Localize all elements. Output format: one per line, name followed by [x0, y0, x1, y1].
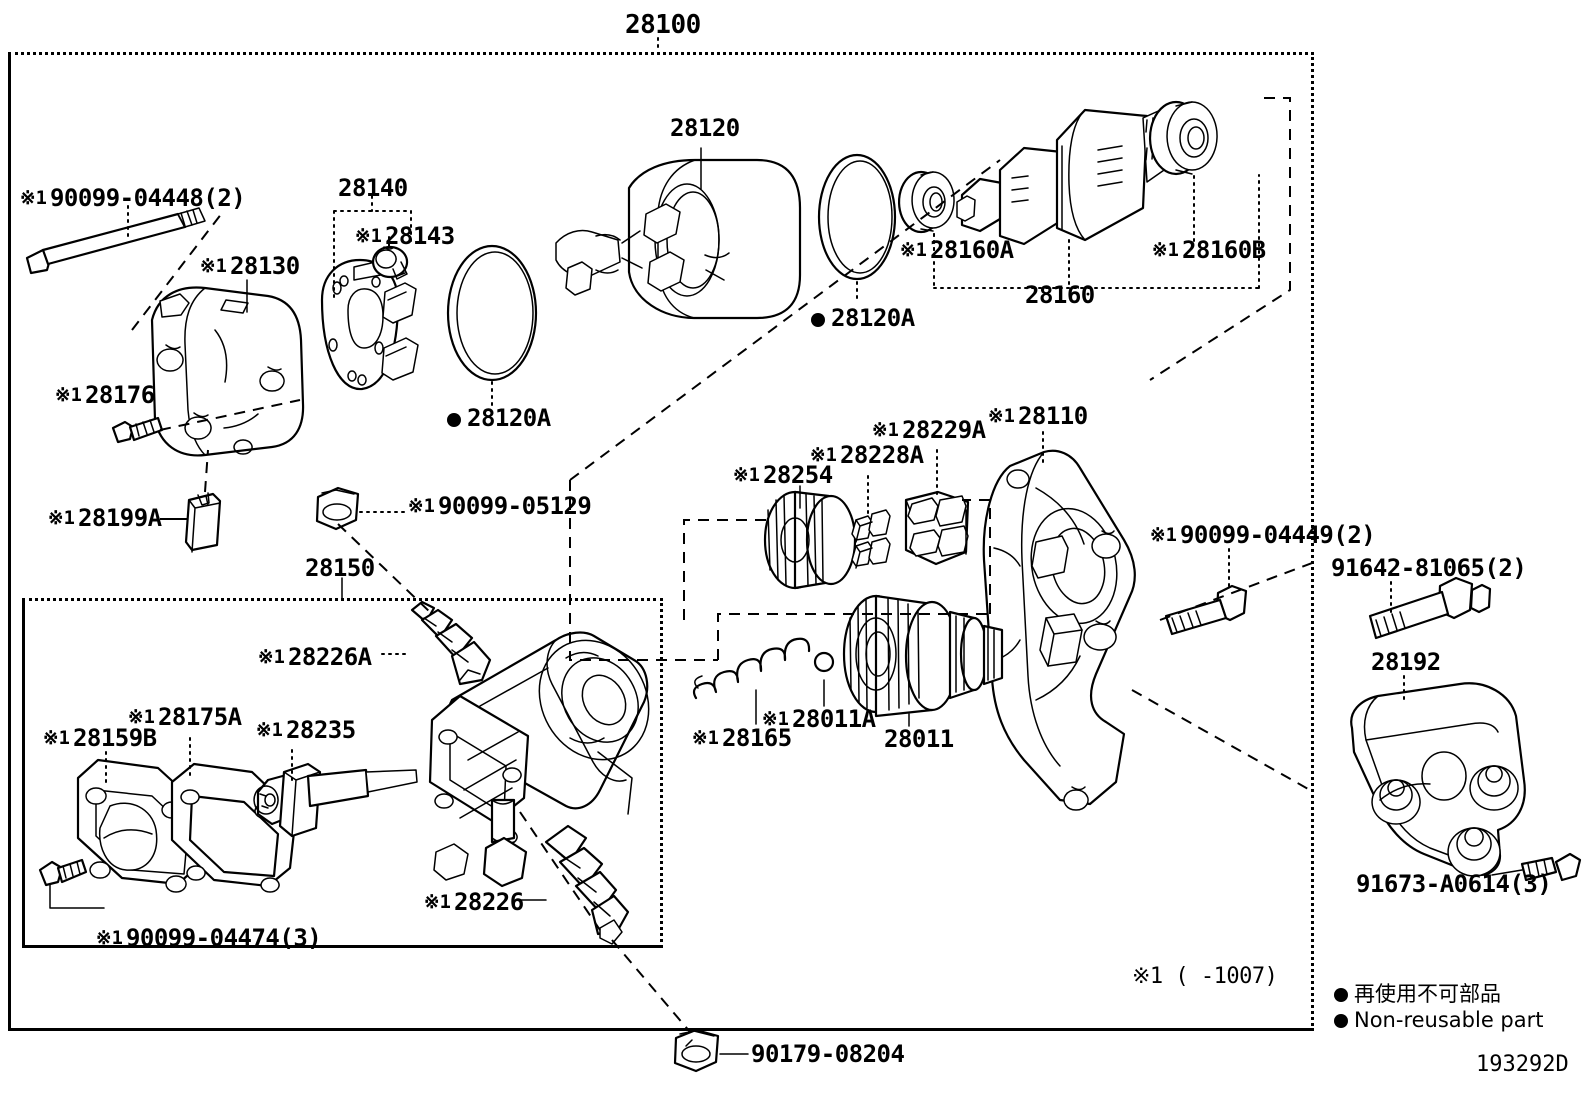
label-28120: 28120: [670, 114, 740, 142]
label-28140: 28140: [338, 174, 408, 202]
label-28160: 28160: [1025, 281, 1095, 309]
part-art-91642-81065: [1370, 578, 1490, 638]
ref-mark-1: ※1: [200, 256, 227, 277]
ref-mark-1: ※1: [872, 420, 899, 441]
ref-mark-1: ※1: [20, 188, 47, 209]
leader-28199A: [160, 518, 188, 520]
ref-mark-1: ※1: [355, 226, 382, 247]
ref-mark-1: ※1: [43, 728, 70, 749]
ref-mark-1: ※1: [733, 465, 760, 486]
ref-mark-1: ※1: [258, 647, 285, 668]
label-28120A-right: 28120A: [811, 306, 915, 330]
ref-mark-1: ※1: [55, 385, 82, 406]
drawing-number: 193292D: [1476, 1052, 1569, 1077]
ref-mark-1: ※1: [762, 709, 789, 730]
part-art-90179-08204: [675, 1030, 718, 1071]
label-28100: 28100: [625, 10, 701, 40]
ref-mark-1: ※1: [424, 892, 451, 913]
footnote-ref-1: ※1 ( -1007): [1132, 964, 1278, 989]
ref-mark-1: ※1: [692, 728, 719, 749]
label-90179-08204: 90179-08204: [751, 1040, 905, 1068]
ref-mark-1: ※1: [988, 406, 1015, 427]
ref-mark-1: ※1: [810, 445, 837, 466]
ref-mark-1: ※1: [1150, 525, 1177, 546]
label-91673-A0614: 91673-A0614(3): [1356, 870, 1552, 898]
legend-item-jp: 再使用不可部品: [1334, 978, 1501, 1008]
non-reusable-marker: [811, 313, 825, 327]
label-28192: 28192: [1371, 648, 1441, 676]
label-28011: 28011: [884, 725, 954, 753]
label-91642-81065: 91642-81065(2): [1331, 554, 1527, 582]
ref-mark-1: ※1: [128, 707, 155, 728]
ref-mark-1: ※1: [408, 496, 435, 517]
non-reusable-marker: [1334, 988, 1348, 1002]
ref-mark-1: ※1: [96, 928, 123, 949]
ref-mark-1: ※1: [900, 240, 927, 261]
label-28150: 28150: [305, 554, 375, 582]
ref-mark-1: ※1: [48, 508, 75, 529]
ref-mark-1: ※1: [256, 720, 283, 741]
non-reusable-marker: [447, 413, 461, 427]
legend-item-en: Non-reusable part: [1334, 1008, 1543, 1032]
ref-mark-1: ※1: [1152, 240, 1179, 261]
label-28120A-left: 28120A: [447, 406, 551, 430]
non-reusable-marker: [1334, 1014, 1348, 1028]
part-art-28192: [1351, 683, 1525, 876]
